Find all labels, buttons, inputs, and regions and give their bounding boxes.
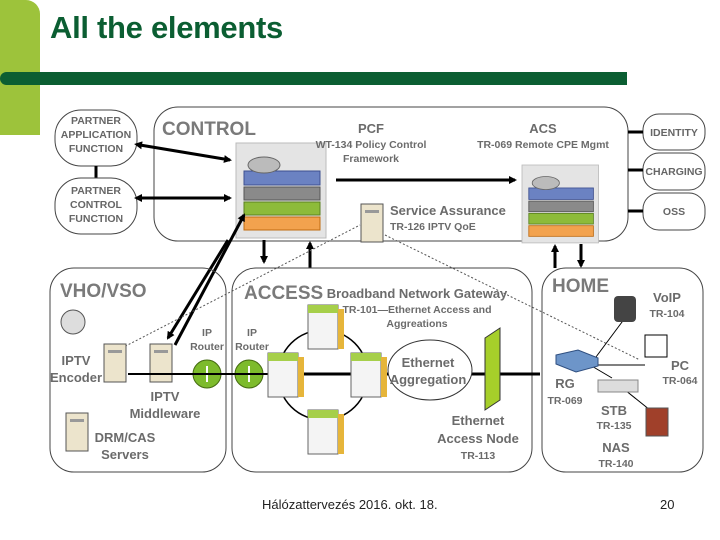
acs-desc: TR-069 Remote CPE Mgmt (477, 139, 609, 151)
ethernet-aggregation-cloud (387, 339, 473, 401)
rg-label: RG (555, 376, 575, 391)
encoder-server (103, 343, 127, 383)
partner-app-label: PARTNER (71, 115, 121, 127)
middleware-label: IPTV (151, 389, 180, 404)
partner-control-label: FUNCTION (69, 213, 123, 225)
title-rule (0, 72, 627, 85)
service-assurance-desc: TR-126 IPTV QoE (390, 221, 476, 233)
pc-label: TR-064 (662, 375, 697, 387)
router-label: IP (202, 327, 212, 339)
access-node-label: Access Node (437, 431, 519, 446)
pc-icon (644, 334, 668, 358)
partner-app-label: FUNCTION (69, 143, 123, 155)
charging-label: CHARGING (645, 166, 702, 178)
pcf-label: PCF (358, 121, 384, 136)
rg-label: TR-069 (547, 395, 582, 407)
control-title: CONTROL (162, 119, 256, 140)
bng-server (307, 409, 345, 455)
stb-icon (597, 379, 639, 393)
access-node-label: Ethernet (452, 413, 505, 428)
acs-label: ACS (529, 121, 557, 136)
tv-icon (645, 407, 669, 437)
stb-label: TR-135 (596, 420, 631, 432)
aggregation-label: Aggregation (390, 372, 467, 387)
identity-label: IDENTITY (650, 127, 698, 139)
access-title: ACCESS (244, 283, 323, 304)
sidebar-accent (0, 0, 40, 135)
voip-label: TR-104 (649, 308, 684, 320)
bng-desc: TR-101—Ethernet Access and (343, 304, 492, 316)
control-region (153, 106, 629, 242)
bng-server (267, 352, 305, 398)
service-assurance-label: Service Assurance (390, 203, 506, 218)
nas-label: NAS (602, 440, 630, 455)
aggregation-label: Ethernet (402, 355, 455, 370)
rg-icon (555, 349, 599, 373)
pcf-desc: WT-134 Policy Control (316, 139, 427, 151)
encoder-label: Encoder (50, 370, 102, 385)
middleware-label: Middleware (130, 406, 201, 421)
drm-label: Servers (101, 447, 149, 462)
satellite-dish-icon (60, 309, 86, 335)
partner-control-function (54, 177, 138, 235)
acs-server-stack (521, 164, 599, 244)
drm-label: DRM/CAS (95, 430, 156, 445)
bng-desc: Aggreations (386, 318, 447, 330)
drm-server (65, 412, 89, 452)
access-region (231, 267, 533, 473)
partner-app-label: APPLICATION (61, 129, 131, 141)
page-number: 20 (660, 497, 675, 512)
bng-label: Broadband Network Gateway (327, 286, 508, 301)
pcf-server-stack (235, 142, 327, 239)
footer-text: Hálózattervezés 2016. okt. 18. (262, 497, 438, 512)
router-label: Router (190, 341, 224, 353)
side-functions (628, 113, 706, 231)
service-assurance-server (360, 203, 384, 243)
oss-label: OSS (663, 206, 685, 218)
home-region (541, 267, 704, 473)
partner-control-label: CONTROL (70, 199, 122, 211)
home-title: HOME (552, 276, 609, 297)
access-node-label: TR-113 (461, 450, 496, 462)
voip-phone-icon (614, 296, 636, 322)
voip-label: VoIP (653, 290, 681, 305)
slide-title: All the elements (50, 10, 283, 45)
router-label: Router (235, 341, 269, 353)
pcf-desc: Framework (343, 153, 399, 165)
home-links (589, 317, 651, 411)
bng-server (350, 352, 388, 398)
pc-label: PC (671, 358, 690, 373)
bng-server (307, 304, 345, 350)
partner-control-label: PARTNER (71, 185, 121, 197)
access-node-icon (484, 327, 501, 411)
middleware-server (149, 343, 173, 383)
stb-label: STB (601, 403, 627, 418)
connection-arrows (134, 141, 585, 346)
vho-title: VHO/VSO (60, 281, 147, 302)
vho-region (49, 267, 227, 473)
router-label: IP (247, 327, 257, 339)
encoder-label: IPTV (62, 353, 91, 368)
nas-label: TR-140 (598, 458, 633, 470)
